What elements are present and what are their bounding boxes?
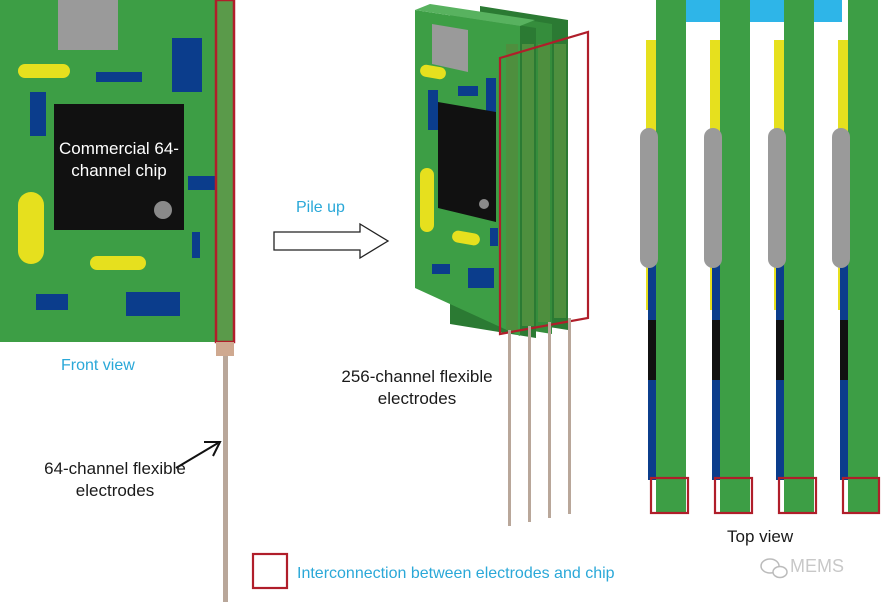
top-view-board-1 bbox=[656, 0, 686, 512]
front-yellow-comp-3 bbox=[90, 256, 146, 270]
pointer-arrow-icon bbox=[175, 441, 222, 469]
pile-up-label: Pile up bbox=[296, 199, 345, 216]
front-blue-comp-4 bbox=[188, 176, 216, 190]
front-blue-comp-6 bbox=[36, 294, 68, 310]
front-electrode-pad bbox=[216, 342, 234, 356]
legend-label: Interconnection between electrodes and c… bbox=[297, 565, 615, 582]
top-view-highlight-1 bbox=[649, 476, 690, 515]
stack-connector bbox=[432, 24, 468, 72]
arrow-right-icon bbox=[273, 222, 390, 260]
stack-chip bbox=[438, 102, 496, 222]
electrodes-256-label: 256-channel flexible electrodes bbox=[341, 367, 493, 408]
front-blue-comp-1 bbox=[172, 38, 202, 92]
front-blue-comp-7 bbox=[126, 292, 180, 316]
top-view-bus bbox=[686, 0, 842, 22]
electrodes-64-label: 64-channel flexible electrodes bbox=[44, 459, 186, 500]
top-view-board-3 bbox=[784, 0, 814, 512]
watermark-text: MEMS bbox=[790, 556, 844, 576]
front-blue-comp-2 bbox=[96, 72, 142, 82]
wechat-icon bbox=[760, 558, 788, 579]
stacked-boards bbox=[415, 4, 590, 526]
front-view-label: Front view bbox=[61, 357, 135, 374]
stack-interconnect-highlight bbox=[498, 30, 590, 336]
top-view-highlight-3 bbox=[777, 476, 818, 515]
front-interconnect-strip bbox=[216, 0, 234, 342]
front-blue-comp-5 bbox=[192, 232, 200, 258]
top-view-highlight-2 bbox=[713, 476, 754, 515]
front-connector bbox=[58, 0, 118, 50]
front-blue-comp-3 bbox=[30, 92, 46, 136]
front-yellow-comp-1 bbox=[18, 64, 70, 78]
front-yellow-comp-2 bbox=[18, 192, 44, 264]
top-view bbox=[640, 0, 881, 515]
front-chip-dot bbox=[154, 201, 172, 219]
legend-square bbox=[251, 552, 289, 590]
top-view-board-2 bbox=[720, 0, 750, 512]
chip-label: Commercial 64-channel chip bbox=[59, 139, 179, 180]
front-electrode-shank bbox=[223, 356, 228, 602]
top-view-board-4 bbox=[848, 0, 878, 512]
top-view-label: Top view bbox=[727, 527, 794, 546]
front-view-board bbox=[0, 0, 236, 602]
top-view-highlight-4 bbox=[841, 476, 881, 515]
